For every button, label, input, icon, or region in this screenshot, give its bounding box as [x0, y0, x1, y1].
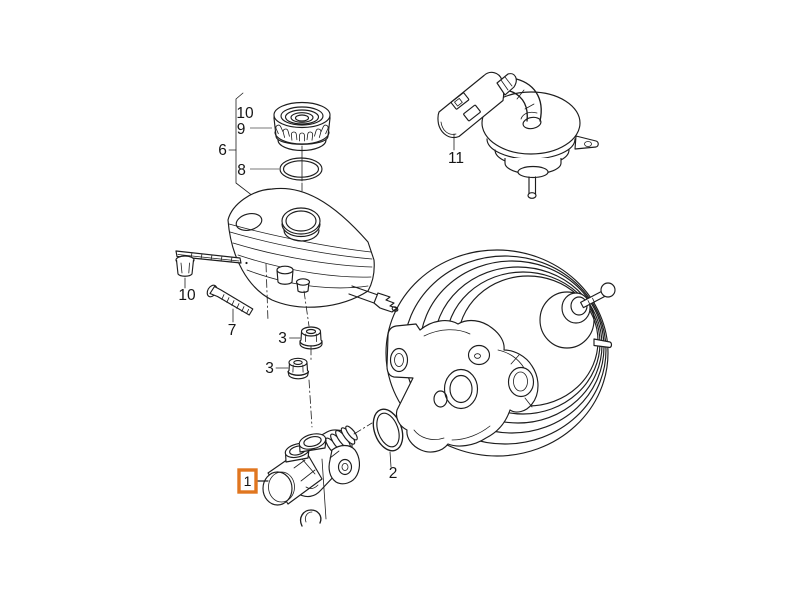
callout-11[interactable]: 11 [448, 150, 464, 167]
callout-1-highlighted[interactable]: 1 [237, 468, 269, 494]
callout-7[interactable]: 7 [228, 322, 237, 339]
retaining-clip [299, 458, 327, 527]
vacuum-sensor-assembly [437, 71, 599, 199]
booster-side-stud [593, 338, 613, 349]
fluid-reservoir [227, 187, 399, 313]
svg-text:3: 3 [278, 330, 287, 347]
callout-10-top[interactable]: 10 [236, 105, 254, 122]
reservoir-hose-spout [348, 285, 399, 313]
callout-10-left[interactable]: 10 [178, 287, 196, 304]
cylinder-barrel [262, 447, 323, 506]
grommet-pin [175, 250, 248, 289]
cylinder-ports [284, 433, 327, 463]
master-cylinder [262, 425, 361, 527]
callout-bracket-6 [228, 92, 279, 201]
sensor-dome [481, 91, 599, 199]
callout-6[interactable]: 6 [218, 142, 227, 159]
callout-3-lower[interactable]: 3 [265, 360, 289, 377]
booster-pushrod [561, 282, 616, 324]
sensor-canister [437, 71, 517, 139]
booster-front-face [386, 319, 539, 453]
brake-booster [385, 249, 616, 457]
highlight-box [237, 468, 258, 494]
svg-text:3: 3 [265, 360, 274, 377]
cap-knurls [275, 124, 329, 142]
callout-3-upper[interactable]: 3 [278, 330, 301, 347]
callout-9[interactable]: 9 [237, 121, 246, 138]
callout-2[interactable]: 2 [389, 465, 398, 482]
flange-nut-upper [299, 326, 323, 350]
filler-neck [281, 207, 321, 242]
reservoir-underside-ports [276, 265, 311, 293]
callout-8[interactable]: 8 [237, 162, 246, 179]
cap-seal-ring [279, 157, 323, 181]
bleed-screw [206, 284, 254, 323]
callouts: 10 9 6 8 10 7 3 3 1 2 11 [178, 105, 464, 494]
cylinder-flange [328, 444, 361, 485]
reservoir-cap [273, 101, 331, 152]
svg-text:1: 1 [244, 473, 252, 489]
flange-nut-lower [287, 357, 310, 380]
